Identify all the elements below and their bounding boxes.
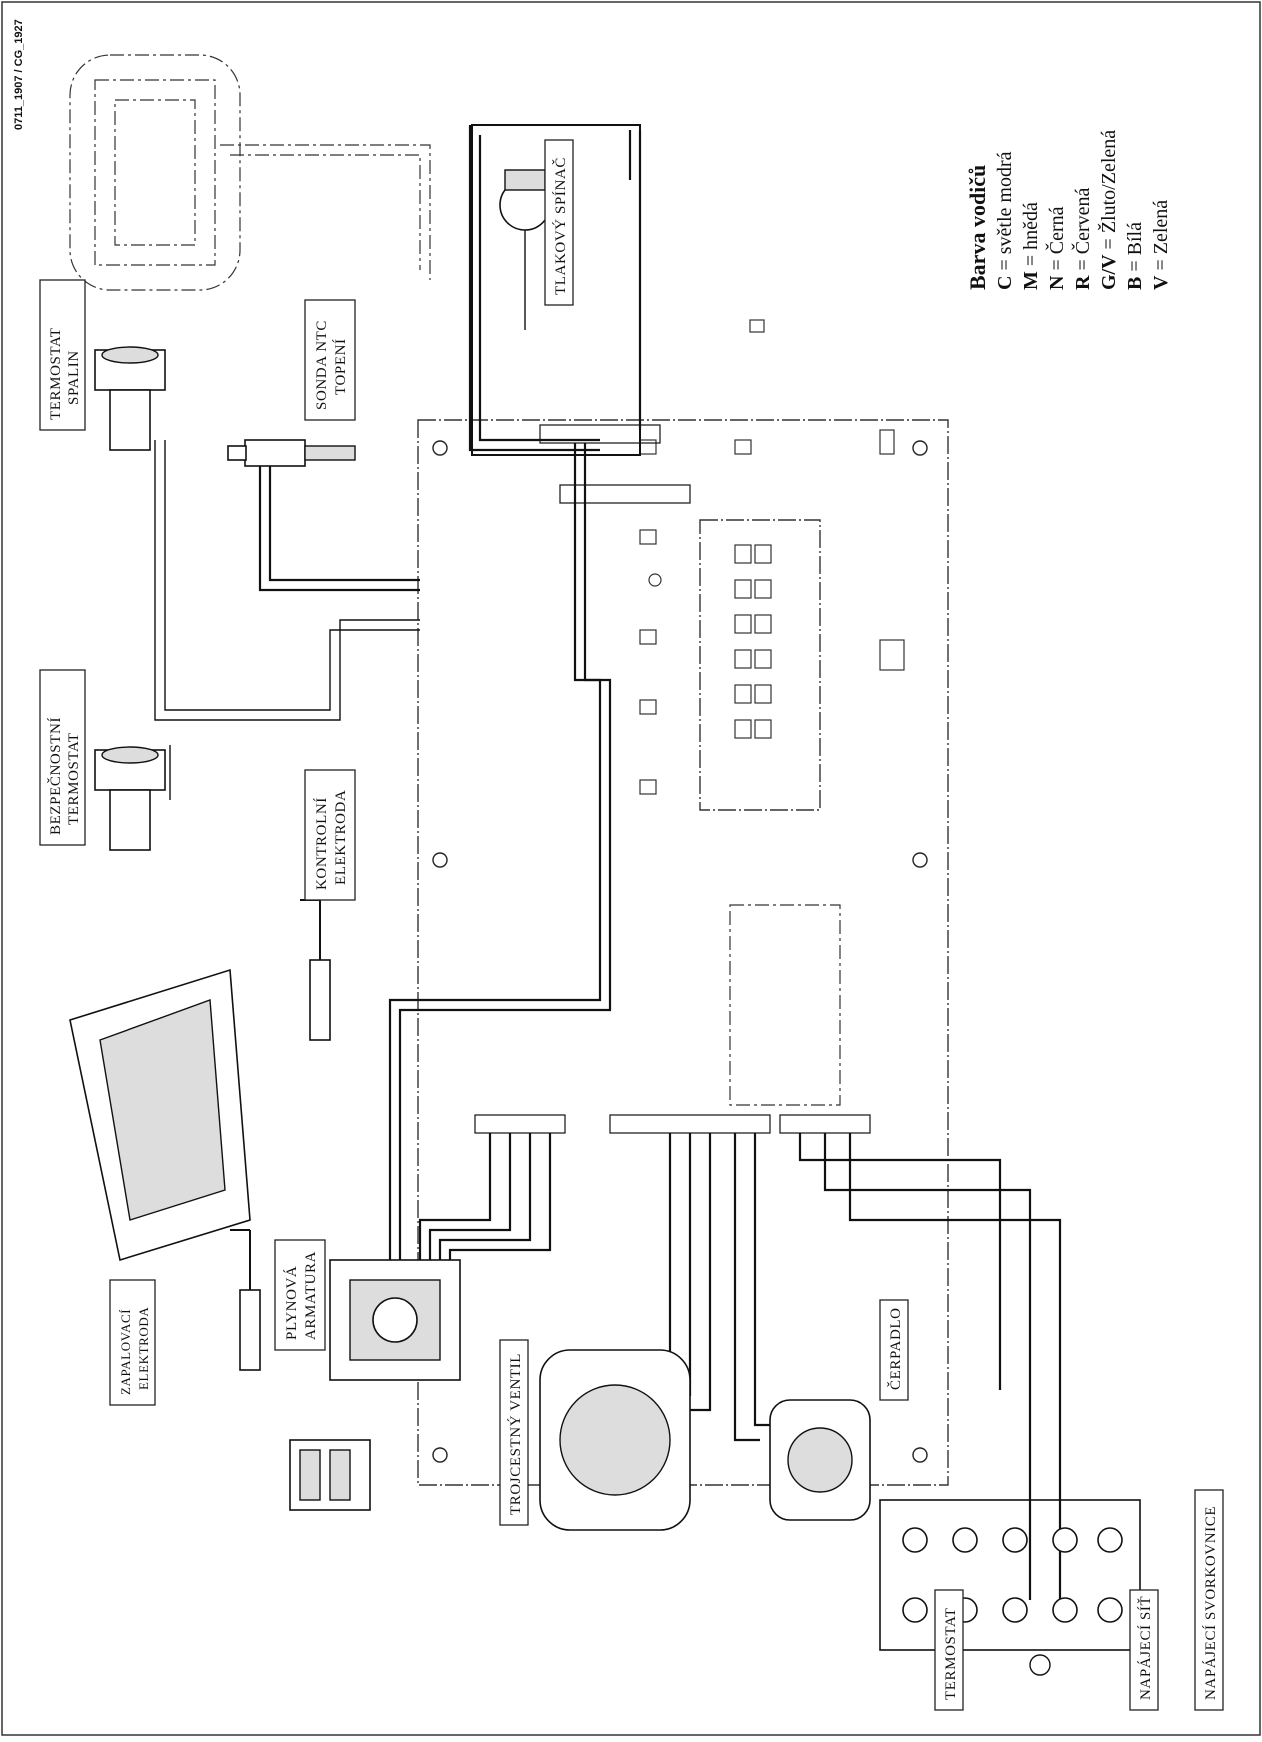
- legend-item: N = Černá: [1044, 206, 1068, 290]
- legend-title: Barva vodičů: [965, 165, 990, 290]
- svg-text:ELEKTRODA: ELEKTRODA: [136, 1307, 151, 1390]
- pump-icon: [769, 1399, 871, 1521]
- label-napajeci-svorkovnice: NAPÁJECÍ SVORKOVNICE: [1194, 1489, 1224, 1711]
- svg-text:SPALIN: SPALIN: [66, 350, 82, 405]
- label-cerpadlo: ČERPADLO: [879, 1299, 909, 1401]
- ignition-electrode-icon: [230, 1229, 261, 1371]
- legend-separator: =: [1020, 250, 1042, 271]
- svg-text:TOPENÍ: TOPENÍ: [332, 338, 349, 395]
- control-electrode-icon: [300, 899, 331, 1041]
- label-termostat: TERMOSTAT: [934, 1589, 964, 1711]
- svg-text:ARMATURA: ARMATURA: [303, 1251, 319, 1340]
- legend-code: C: [994, 276, 1016, 290]
- legend-separator: =: [1046, 254, 1068, 275]
- legend-item: C = světle modrá: [994, 151, 1016, 290]
- label-plynova-armatura: PLYNOVÁ ARMATURA: [274, 1239, 326, 1351]
- board-connectors: [474, 424, 871, 1134]
- legend-code: N: [1046, 275, 1068, 290]
- svg-text:TROJCESTNÝ VENTIL: TROJCESTNÝ VENTIL: [507, 1353, 524, 1515]
- display-unit-icon: [69, 54, 241, 291]
- svg-text:TERMOSTAT: TERMOSTAT: [943, 1607, 959, 1700]
- ntc-probe-icon: [227, 439, 356, 467]
- legend-item: M = hnědá: [1020, 202, 1042, 290]
- label-napajeci-sit: NAPÁJECÍ SÍŤ: [1129, 1589, 1159, 1711]
- legend-separator: =: [1098, 233, 1120, 254]
- label-termostat-spalin: TERMOSTAT SPALIN: [39, 279, 86, 431]
- svg-text:ZAPALOVACÍ: ZAPALOVACÍ: [118, 1309, 133, 1395]
- legend-separator: =: [1150, 254, 1172, 275]
- terminal-block: [879, 1499, 1141, 1676]
- legend-item: V = Zelená: [1150, 200, 1172, 290]
- legend-color-name: Černá: [1044, 206, 1068, 254]
- legend-color-name: hnědá: [1020, 202, 1042, 250]
- legend-item: G/V = Žluto/Zelená: [1097, 130, 1120, 290]
- legend-color-name: Bílá: [1124, 222, 1146, 255]
- svg-text:ELEKTRODA: ELEKTRODA: [333, 790, 349, 885]
- legend-item: R = Červená: [1070, 188, 1094, 290]
- legend-item: B = Bílá: [1124, 222, 1146, 290]
- three-way-valve-icon: [539, 1349, 691, 1531]
- legend-color-name: Žluto/Zelená: [1097, 130, 1120, 233]
- legend-code: G/V: [1098, 254, 1120, 290]
- legend-separator: =: [994, 254, 1016, 275]
- legend-code: M: [1020, 271, 1042, 290]
- pressure-switch-icon: [499, 169, 551, 330]
- legend-color-name: Červená: [1070, 188, 1094, 255]
- svg-text:NAPÁJECÍ SÍŤ: NAPÁJECÍ SÍŤ: [1137, 1596, 1154, 1700]
- label-tlakovy-spinac: TLAKOVÝ SPÍNAČ: [544, 139, 574, 306]
- ignition-transformer-icon: [289, 1439, 371, 1511]
- gas-valve-icon: [329, 1259, 461, 1381]
- svg-text:TLAKOVÝ SPÍNAČ: TLAKOVÝ SPÍNAČ: [552, 157, 569, 295]
- legend-code: B: [1124, 277, 1146, 290]
- flue-thermostat-icon: [94, 346, 166, 451]
- svg-text:NAPÁJECÍ SVORKOVNICE: NAPÁJECÍ SVORKOVNICE: [1202, 1506, 1219, 1700]
- legend-code: V: [1150, 275, 1172, 290]
- safety-thermostat-icon: [94, 746, 166, 851]
- label-kontrolni-elektroda: KONTROLNÍ ELEKTRODA: [304, 769, 356, 901]
- label-trojcestny-ventil: TROJCESTNÝ VENTIL: [499, 1339, 529, 1526]
- burner-icon: [69, 968, 251, 1262]
- legend-separator: =: [1072, 254, 1094, 275]
- svg-text:SONDA NTC: SONDA NTC: [314, 320, 330, 410]
- label-bezpecnostni-termostat: BEZPEČNOSTNÍ TERMOSTAT: [39, 669, 86, 846]
- control-board: [417, 319, 949, 1486]
- svg-text:KONTROLNÍ: KONTROLNÍ: [313, 797, 330, 890]
- legend-separator: =: [1124, 255, 1146, 276]
- svg-text:TERMOSTAT: TERMOSTAT: [66, 732, 82, 825]
- label-zapalovaci-elektroda: ZAPALOVACÍ ELEKTRODA: [109, 1279, 156, 1406]
- svg-text:BEZPEČNOSTNÍ: BEZPEČNOSTNÍ: [47, 717, 64, 835]
- svg-text:PLYNOVÁ: PLYNOVÁ: [283, 1266, 300, 1340]
- svg-text:TERMOSTAT: TERMOSTAT: [48, 327, 64, 420]
- legend-color-name: Zelená: [1150, 200, 1172, 255]
- figure-code: 0711_1907 / CG_1927: [13, 19, 25, 130]
- ground-icon: [1029, 1654, 1051, 1676]
- svg-text:ČERPADLO: ČERPADLO: [887, 1307, 904, 1390]
- legend-code: R: [1072, 275, 1094, 290]
- label-sonda-ntc: SONDA NTC TOPENÍ: [304, 299, 356, 421]
- legend-color-name: světle modrá: [994, 151, 1016, 254]
